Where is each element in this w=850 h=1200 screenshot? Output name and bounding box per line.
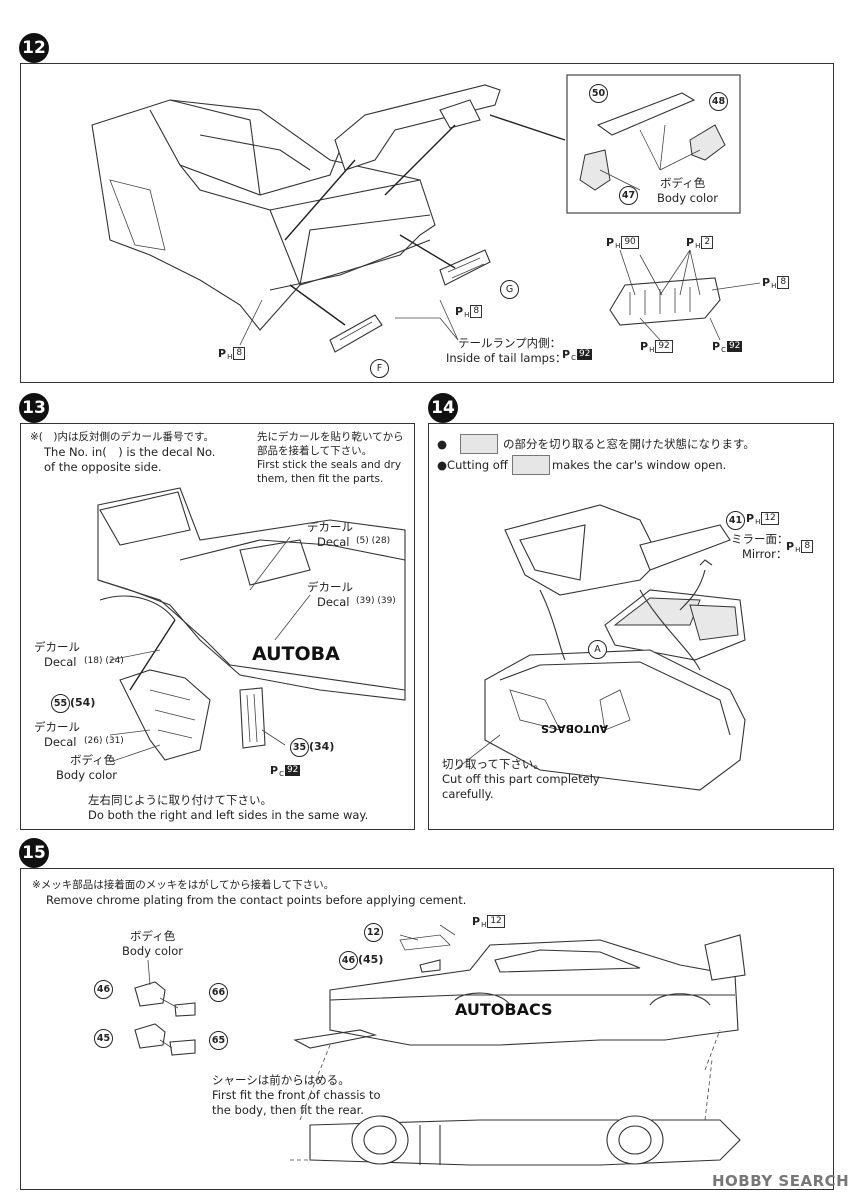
- part-46-callout: 46: [94, 980, 113, 999]
- decal-39-label-jp: デカール: [307, 580, 353, 594]
- decal-39-number: (39) (39): [356, 596, 396, 606]
- step-13-same-jp: 左右同じように取り付けて下さい。: [88, 793, 272, 807]
- step-14-body-interior-illustration: AUTOBACS: [454, 504, 746, 791]
- autobacs-body-text: AUTOBACS: [455, 1000, 553, 1019]
- part-f-callout: F: [370, 359, 389, 378]
- part-66-callout: 66: [209, 983, 228, 1002]
- step-14-line-1-jp: の部分を切り取ると窓を開けた状態になります。: [503, 437, 755, 451]
- decal-5-label-jp: デカール: [307, 520, 353, 534]
- step-13-note-en-2: of the opposite side.: [44, 460, 162, 474]
- cut-off-en-1: Cut off this part completely: [442, 772, 600, 786]
- step-15-note-en: Remove chrome plating from the contact p…: [46, 893, 467, 907]
- step-15-body-color-jp: ボディ色: [130, 929, 176, 943]
- mirror-label-jp: ミラー面：: [731, 532, 789, 546]
- step-13-stick-jp-1: 先にデカールを貼り乾いてから: [257, 431, 404, 443]
- step-14-bullet: ●: [437, 437, 448, 451]
- chassis-fit-en-2: the body, then fit the rear.: [212, 1103, 364, 1117]
- chassis-fit-en-1: First fit the front of chassis to: [212, 1088, 381, 1102]
- decal-18-number: (18) (24): [84, 656, 124, 666]
- part-50-callout: 50: [589, 84, 608, 103]
- decal-5-number: (5) (28): [356, 536, 391, 546]
- decal-26-label-jp: デカール: [34, 720, 80, 734]
- tail-lamp-inside-en: Inside of tail lamps：: [446, 351, 567, 365]
- cut-area-swatch-2: [512, 455, 550, 475]
- step-15-badge: 15: [19, 838, 49, 868]
- autoba-decal-text: AUTOBA: [252, 643, 340, 665]
- step-12-body-color-jp: ボディ色: [660, 176, 706, 190]
- step-13-same-en: Do both the right and left sides in the …: [88, 808, 369, 822]
- part-47-callout: 47: [619, 186, 638, 205]
- step-14-badge: 14: [428, 393, 458, 423]
- decal-5-label-en: Decal: [317, 535, 350, 549]
- part-34-callout: (34): [309, 740, 335, 753]
- cut-off-en-2: carefully.: [442, 787, 494, 801]
- part-55-callout: 55: [51, 694, 70, 713]
- part-54-callout: (54): [70, 696, 96, 709]
- part-45-callout: 45: [94, 1029, 113, 1048]
- step-12-body-color-en: Body color: [657, 191, 719, 205]
- cut-off-jp: 切り取って下さい。: [442, 757, 545, 771]
- hobby-search-watermark: HOBBY SEARCH: [712, 1172, 850, 1190]
- step-13-note-jp: ※( )内は反対側のデカール番号です。: [30, 431, 214, 443]
- decal-26-label-en: Decal: [44, 735, 77, 749]
- step-13-stick-en-2: them, then fit the parts.: [257, 473, 384, 485]
- part-35-callout: 35: [290, 738, 309, 757]
- part-46-body-callout: 46: [339, 951, 358, 970]
- decal-18-label-jp: デカール: [34, 640, 80, 654]
- part-48-callout: 48: [709, 92, 728, 111]
- part-12-callout: 12: [364, 923, 383, 942]
- part-g-callout: G: [500, 280, 519, 299]
- step-14-line-2-en-b: makes the car's window open.: [552, 458, 727, 472]
- step-13-car-side-illustration: AUTOBA: [97, 487, 406, 763]
- part-65-callout: 65: [209, 1031, 228, 1050]
- label-a-callout: A: [588, 640, 607, 659]
- step-13-badge: 13: [19, 393, 49, 423]
- step-15-body-color-en: Body color: [122, 944, 184, 958]
- chassis-fit-jp: シャーシは前からはめる。: [212, 1073, 350, 1087]
- step-14-line-2-en-a: ●Cutting off: [437, 458, 508, 472]
- decal-39-label-en: Decal: [317, 595, 350, 609]
- part-45-body-callout: (45): [358, 953, 384, 966]
- decal-18-label-en: Decal: [44, 655, 77, 669]
- step-13-stick-jp-2: 部品を接着して下さい。: [257, 445, 373, 457]
- step-13-note-en-1: The No. in( ) is the decal No.: [44, 445, 216, 459]
- step-13-stick-en-1: First stick the seals and dry: [257, 459, 402, 471]
- step-13-body-color-en: Body color: [56, 768, 118, 782]
- part-41-callout: 41: [726, 511, 745, 530]
- decal-26-number: (26) (31): [84, 736, 124, 746]
- step-15-note-jp: ※メッキ部品は接着面のメッキをはがしてから接着して下さい。: [32, 879, 335, 891]
- mirror-label-en: Mirror：: [742, 547, 788, 561]
- step-13-body-color-jp: ボディ色: [70, 753, 116, 767]
- step-12-car-rear-illustration: [91, 74, 761, 353]
- autobacs-mirror-text: AUTOBACS: [541, 722, 608, 735]
- step-12-badge: 12: [19, 33, 49, 63]
- cut-area-swatch: [460, 434, 498, 454]
- tail-lamp-inside-jp: テールランプ内側：: [458, 336, 562, 350]
